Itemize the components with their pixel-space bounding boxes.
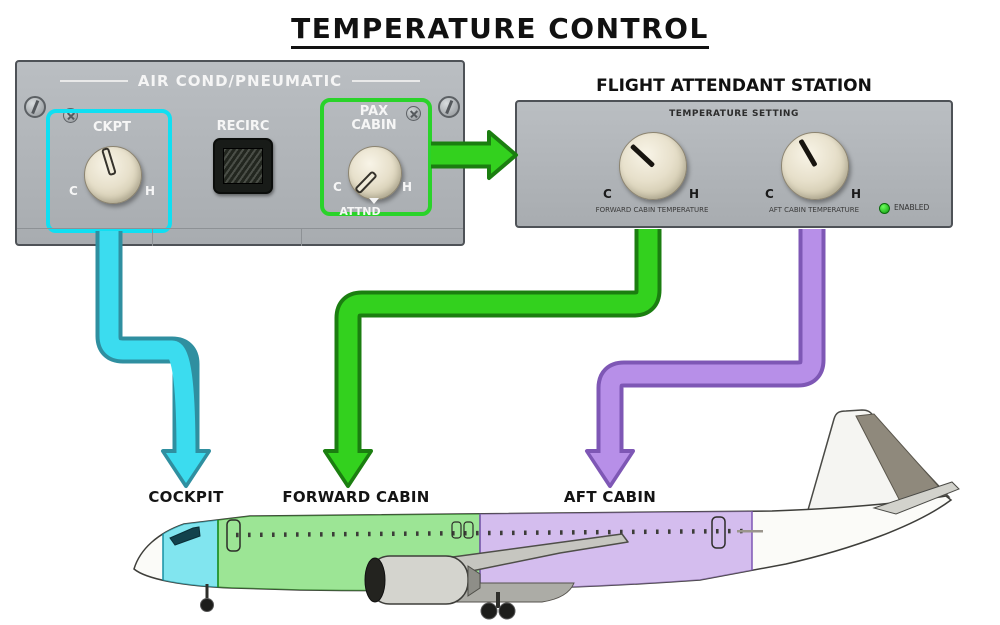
- panel-divider: [152, 228, 153, 246]
- attnd-tick-icon: [369, 198, 379, 204]
- forward-cabin-zone-overlay: [217, 496, 481, 591]
- enabled-led-icon: [879, 203, 890, 214]
- engine-exhaust: [467, 565, 481, 597]
- ckpt-temperature-knob[interactable]: [84, 146, 142, 204]
- recirc-button[interactable]: [213, 138, 273, 194]
- fuselage: [133, 495, 953, 592]
- aft-cold-label: C: [765, 187, 774, 201]
- forward-hot-label: H: [689, 187, 700, 201]
- rudder: [855, 413, 949, 506]
- overwing-exit: [451, 521, 462, 539]
- aft-cabin-arrow: [585, 229, 826, 488]
- header-line-right: [352, 80, 421, 82]
- ckpt-knob-label: CKPT: [92, 120, 131, 135]
- enabled-label: ENABLED: [894, 203, 930, 212]
- overwing-exit: [463, 521, 474, 539]
- front-door: [226, 519, 241, 552]
- engine-nacelle: [367, 555, 469, 605]
- cockpit-zone-label: COCKPIT: [148, 488, 224, 506]
- pax-cold-label: C: [333, 180, 342, 194]
- screw-x-icon: [406, 106, 421, 121]
- forward-cold-label: C: [603, 187, 612, 201]
- forward-cabin-temperature-knob[interactable]: [619, 132, 687, 200]
- engine-pylon: [399, 556, 443, 579]
- pax-cabin-label-line2: CABIN: [351, 118, 397, 133]
- fuselage-titles-mark: [737, 530, 763, 533]
- cockpit-windows: [169, 526, 201, 546]
- passenger-windows: [235, 528, 749, 538]
- temperature-setting-label: TEMPERATURE SETTING: [669, 109, 799, 119]
- page-title: TEMPERATURE CONTROL: [291, 12, 709, 49]
- panel-header-label: AIR COND/PNEUMATIC: [137, 72, 343, 90]
- nose-gear-wheel: [200, 598, 214, 612]
- ckpt-hot-label: H: [145, 184, 156, 198]
- aft-hot-label: H: [851, 187, 862, 201]
- attnd-label: ATTND: [339, 205, 381, 218]
- rear-door: [711, 516, 726, 549]
- knob-pointer: [100, 147, 117, 177]
- main-gear-wheel: [480, 602, 498, 620]
- knob-pointer: [797, 138, 818, 168]
- forward-cabin-zone-label: FORWARD CABIN: [282, 488, 430, 506]
- flight-attendant-panel: TEMPERATURE SETTING C H FORWARD CABIN TE…: [515, 100, 953, 228]
- cockpit-arrow: [95, 231, 211, 488]
- panel-header: AIR COND/PNEUMATIC: [17, 72, 463, 90]
- pax-cabin-label-line1: PAX: [359, 104, 389, 119]
- forward-cabin-arrow: [323, 229, 662, 488]
- tail-fin: [804, 409, 951, 518]
- aft-cabin-temperature-knob[interactable]: [781, 132, 849, 200]
- air-cond-pneumatic-panel: AIR COND/PNEUMATIC CKPT C H RECIRC PAX C…: [15, 60, 465, 246]
- aircraft-illustration: [133, 409, 960, 620]
- screw-icon: [24, 96, 46, 118]
- header-line-left: [59, 80, 128, 82]
- screw-icon: [438, 96, 460, 118]
- forward-knob-caption: FORWARD CABIN TEMPERATURE: [595, 206, 709, 214]
- knob-pointer: [629, 143, 655, 168]
- wing: [437, 533, 629, 576]
- pax-cabin-temperature-knob[interactable]: [348, 146, 402, 200]
- pax-hot-label: H: [402, 180, 413, 194]
- recirc-button-face: [223, 148, 263, 184]
- aft-cabin-zone-label: AFT CABIN: [563, 488, 657, 506]
- fa-station-title: FLIGHT ATTENDANT STATION: [596, 76, 872, 96]
- page-title-wrap: TEMPERATURE CONTROL: [0, 12, 1000, 49]
- aft-knob-caption: AFT CABIN TEMPERATURE: [768, 206, 860, 214]
- aft-cabin-zone-overlay: [479, 496, 753, 591]
- main-gear-wheel: [498, 602, 516, 620]
- horizontal-stabilizer: [872, 481, 960, 515]
- ckpt-cold-label: C: [69, 184, 78, 198]
- belly-fairing: [413, 582, 575, 603]
- panel-divider: [301, 228, 302, 246]
- engine-intake: [364, 557, 386, 603]
- recirc-label: RECIRC: [216, 119, 270, 134]
- pax-cabin-highlight-box: [320, 98, 432, 216]
- knob-pointer: [354, 170, 378, 195]
- cockpit-zone-overlay: [162, 496, 219, 591]
- panel-divider: [17, 228, 463, 229]
